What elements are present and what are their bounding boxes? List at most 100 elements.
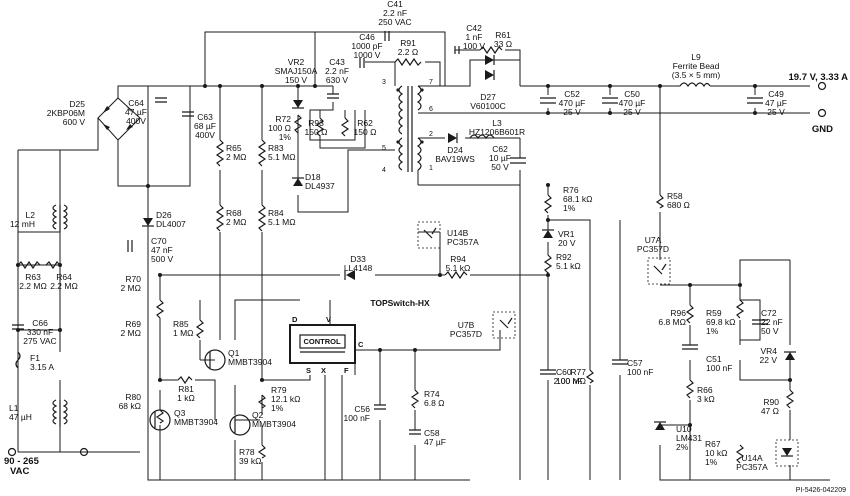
label-line: D26 xyxy=(156,210,172,220)
label-line: 6.8 Ω xyxy=(424,398,445,408)
label-line: 2 MΩ xyxy=(120,283,141,293)
label-line: R90 xyxy=(763,397,779,407)
label-line: C58 xyxy=(424,428,440,438)
label-line: 2.00 MΩ xyxy=(554,376,586,386)
label-line: 1% xyxy=(705,457,718,467)
label-line: 2.2 MΩ xyxy=(50,281,78,291)
label-line: 2 MΩ xyxy=(226,152,247,162)
label-line: 47 µF xyxy=(765,98,787,108)
terminal-gnd xyxy=(817,108,827,118)
label-line: D33 xyxy=(350,254,366,264)
fuse-f1-symbol xyxy=(15,351,21,369)
capacitor-plates xyxy=(12,31,768,435)
label-line: R76 xyxy=(563,185,579,195)
label-line: 69.8 kΩ xyxy=(706,317,736,327)
label-line: R67 xyxy=(705,439,721,449)
label-line: 2% xyxy=(676,442,689,452)
label-line: C51 xyxy=(706,354,722,364)
label-line: U10 xyxy=(676,424,692,434)
label-line: (3.5 × 5 mm) xyxy=(672,70,721,80)
label-line: 100 nF xyxy=(627,367,653,377)
label-line: R78 xyxy=(239,447,255,457)
label-line: L3 xyxy=(492,118,502,128)
label-line: R58 xyxy=(667,191,683,201)
label-line: D27 xyxy=(480,92,496,102)
label-line: 330 nF xyxy=(27,327,53,337)
label-line: 400V xyxy=(195,130,215,140)
bead-l3-symbol xyxy=(469,134,495,140)
ic-pin-f: F xyxy=(344,366,349,375)
label-line: R81 xyxy=(178,384,194,394)
label-line: R61 xyxy=(495,30,511,40)
label-line: 10 µF xyxy=(489,153,511,163)
label-line: 25 V xyxy=(623,107,641,117)
resistor-horizontal-zigzag xyxy=(17,45,503,385)
label-line: U14B xyxy=(447,228,469,238)
label-line: LL4148 xyxy=(344,263,373,273)
label-line: 1% xyxy=(706,326,719,336)
label-line: F1 xyxy=(30,353,40,363)
label-line: DL4007 xyxy=(156,219,186,229)
label-line: R84 xyxy=(268,208,284,218)
label-line: 47 µF xyxy=(125,107,147,117)
label-line: 600 V xyxy=(63,117,86,127)
label-line: 39 kΩ xyxy=(239,456,261,466)
label-line: 25 V xyxy=(563,107,581,117)
ic-labels: D V C S X F CONTROL TOPSwitch-HX xyxy=(292,298,430,375)
label-line: Q1 xyxy=(228,348,240,358)
label-line: C43 xyxy=(329,57,345,67)
topswitch-ic-symbol xyxy=(289,324,356,364)
label-line: R63 xyxy=(25,272,41,282)
label-line: U7B xyxy=(458,320,475,330)
label-line: C49 xyxy=(768,89,784,99)
t1-pin-6: 6 xyxy=(429,106,433,113)
label-line: 500 V xyxy=(151,254,174,264)
label-line: R74 xyxy=(424,389,440,399)
label-line: 100 nF xyxy=(344,413,370,423)
label-line: D24 xyxy=(447,145,463,155)
label-line: R93 xyxy=(308,118,324,128)
label-line: 3 kΩ xyxy=(697,394,715,404)
label-line: R70 xyxy=(125,274,141,284)
label-line: 68 µF xyxy=(194,121,216,131)
label-line: HZ1206B601R xyxy=(469,127,525,137)
label-line: C63 xyxy=(197,112,213,122)
inductor-l1-symbol xyxy=(52,399,68,427)
label-line: VR1 xyxy=(558,229,575,239)
label-line: 470 µF xyxy=(559,98,586,108)
label-line: R62 xyxy=(357,118,373,128)
label-line: R92 xyxy=(556,252,572,262)
label-line: C70 xyxy=(151,236,167,246)
label-line: L1 xyxy=(9,403,19,413)
label-line: C46 xyxy=(359,32,375,42)
